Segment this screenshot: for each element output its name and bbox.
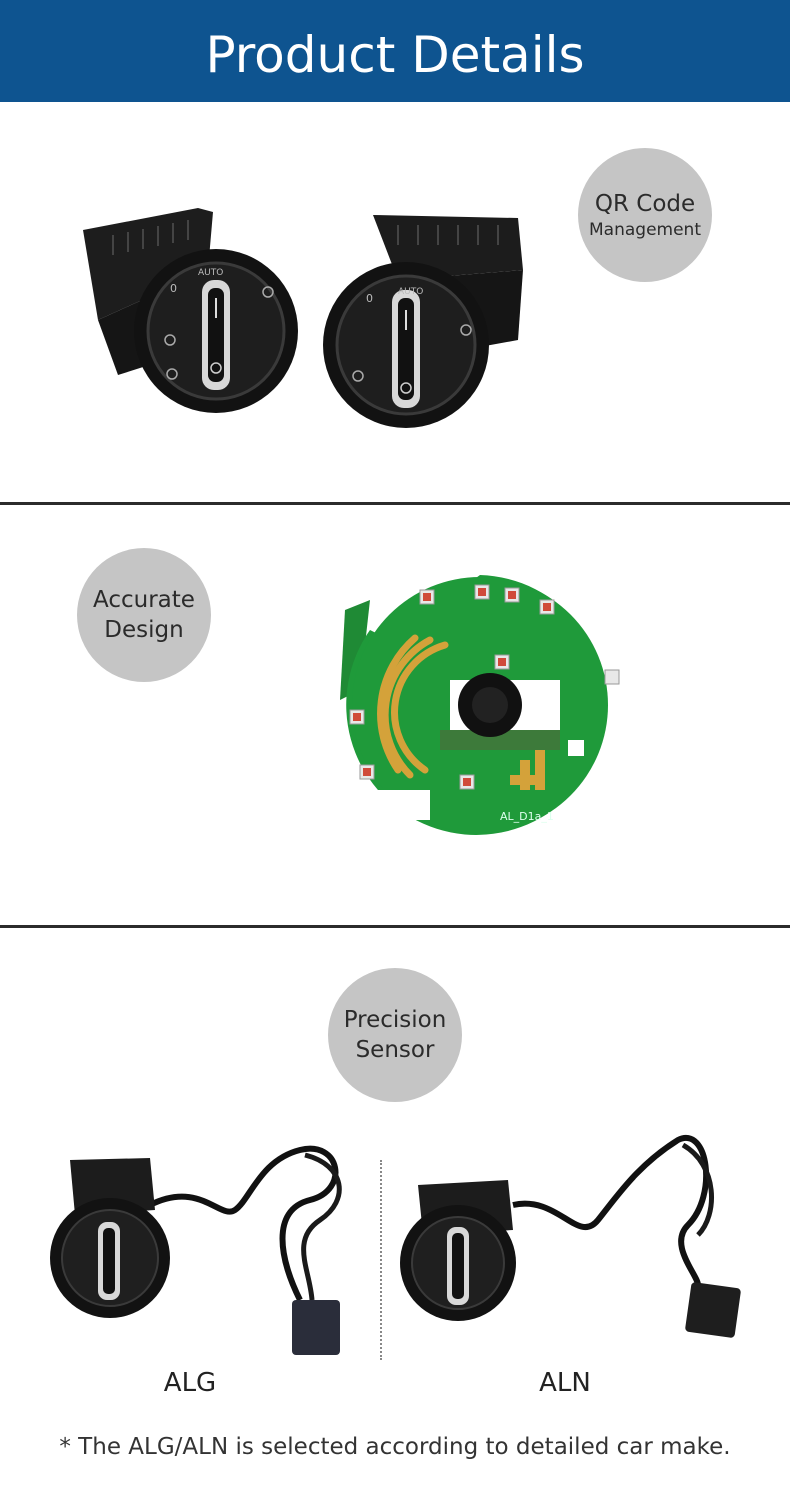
badge-precision-line1: Precision xyxy=(343,1007,447,1033)
alg-sensor-image xyxy=(50,1145,342,1355)
badge-precision-line2: Sensor xyxy=(355,1037,435,1063)
aln-sensor-image xyxy=(400,1135,741,1338)
section-divider xyxy=(0,502,790,505)
section-qr-code: QR Code Management AUTO 0 xyxy=(0,102,790,502)
switch-off-label: 0 xyxy=(366,292,373,305)
switch-off-label: 0 xyxy=(170,282,177,295)
switch-auto-label: AUTO xyxy=(198,268,223,278)
badge-qr-line1: QR Code xyxy=(594,190,696,217)
variant-label-aln: ALN xyxy=(539,1368,591,1398)
badge-qr-line2: Management xyxy=(589,219,701,240)
badge-accurate-line1: Accurate xyxy=(93,587,195,613)
pcb-silkscreen: AL_D1a_1 xyxy=(500,810,554,823)
footnote: * The ALG/ALN is selected according to d… xyxy=(59,1434,731,1460)
badge-precision-sensor: Precision Sensor xyxy=(328,968,462,1102)
headlight-switch-image: AUTO 0 xyxy=(83,208,298,413)
section-divider xyxy=(0,925,790,928)
section-precision-sensor: Precision Sensor xyxy=(0,928,790,1496)
pcb-board-image: AL_D1a_1 xyxy=(340,575,620,835)
badge-accurate-design: Accurate Design xyxy=(77,548,211,682)
badge-qr-code: QR Code Management xyxy=(578,148,712,282)
variant-separator xyxy=(380,1160,382,1360)
headlight-switch-image: AUTO 0 xyxy=(323,215,523,428)
switch-auto-label: AUTO xyxy=(398,287,423,297)
header-bar: Product Details xyxy=(0,0,790,102)
section-accurate-design: Accurate Design xyxy=(0,505,790,925)
badge-accurate-line2: Design xyxy=(104,617,184,643)
page-title: Product Details xyxy=(205,26,585,84)
variant-label-alg: ALG xyxy=(163,1368,217,1398)
